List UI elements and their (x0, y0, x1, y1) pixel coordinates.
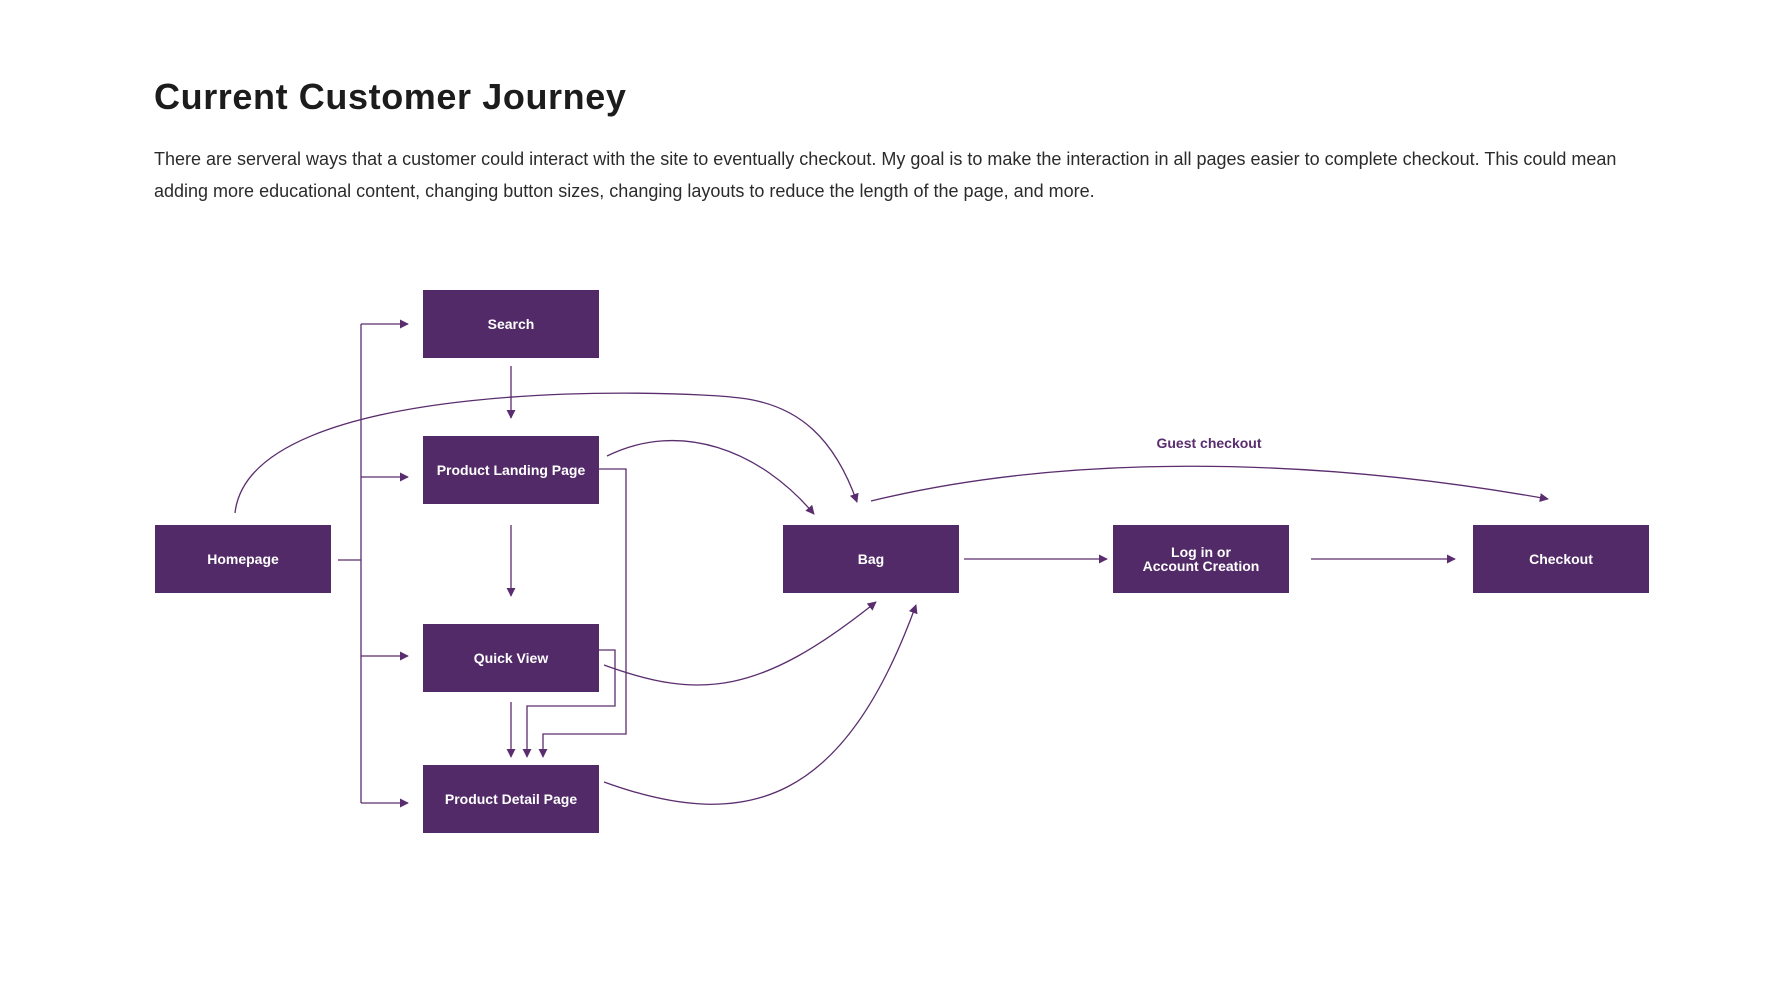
node-product-detail-page: Product Detail Page (423, 765, 599, 833)
node-bag: Bag (783, 525, 959, 593)
node-product-detail-page-label: Product Detail Page (445, 791, 577, 807)
edge-homepage-bag (234, 392, 859, 514)
node-login-label-line2: Account Creation (1143, 558, 1260, 574)
edge-plp-bag (606, 439, 815, 515)
node-search-label: Search (488, 316, 535, 332)
page-description: There are serveral ways that a customer … (154, 149, 1617, 201)
page-title: Current Customer Journey (154, 76, 627, 117)
node-product-landing-page-label: Product Landing Page (437, 462, 586, 478)
edge-plp-pdp (538, 468, 627, 758)
edge-quickview-pdp-elbow (522, 649, 616, 758)
node-homepage: Homepage (155, 525, 331, 593)
node-log-in-or-account-creation: Log in or Account Creation (1113, 525, 1289, 593)
node-search: Search (423, 290, 599, 358)
edge-pdp-bag (603, 604, 918, 805)
node-quick-view: Quick View (423, 624, 599, 692)
edge-bag-checkout-guest (870, 465, 1549, 503)
node-checkout: Checkout (1473, 525, 1649, 593)
node-login-label-line1: Log in or (1171, 544, 1231, 560)
edge-quickview-bag (603, 601, 877, 686)
node-checkout-label: Checkout (1529, 551, 1593, 567)
guest-checkout-label: Guest checkout (1156, 435, 1261, 451)
node-product-landing-page: Product Landing Page (423, 436, 599, 504)
node-homepage-label: Homepage (207, 551, 279, 567)
node-quick-view-label: Quick View (474, 650, 549, 666)
node-bag-label: Bag (858, 551, 884, 567)
